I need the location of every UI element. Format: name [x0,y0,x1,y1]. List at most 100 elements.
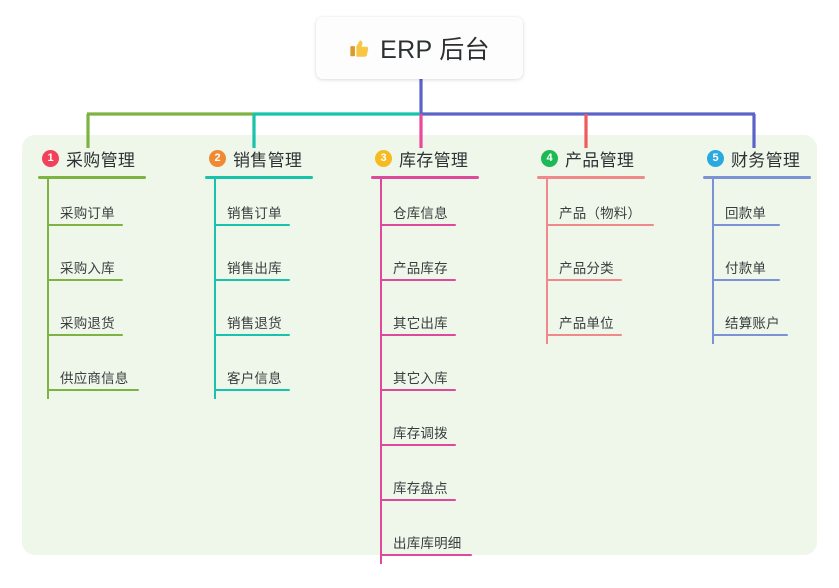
column-badge-inventory: 3 [375,149,392,167]
item-inventory-3[interactable]: 其它入库 [371,344,479,399]
item-sales-0[interactable]: 销售订单 [205,179,313,234]
column-badge-sales: 2 [209,149,226,167]
item-rule [380,334,456,336]
item-label: 结算账户 [725,316,780,331]
item-rule [47,279,123,281]
column-spine-purchase [47,179,49,399]
column-badge-finance: 5 [707,149,724,167]
item-inventory-0[interactable]: 仓库信息 [371,179,479,234]
item-label: 产品（物料） [559,206,642,221]
item-label: 仓库信息 [393,206,448,221]
item-rule [712,334,788,336]
item-rule [380,224,456,226]
column-items-sales: 销售订单销售出库销售退货客户信息 [205,179,313,399]
column-title-inventory: 库存管理 [399,150,469,170]
column-header-sales[interactable]: 2 销售管理 [205,146,313,170]
column-header-purchase[interactable]: 1 采购管理 [38,146,146,170]
column-spine-sales [214,179,216,399]
column-spine-finance [712,179,714,344]
column-product[interactable]: 4 产品管理产品（物料） 产品分类产品单位 [537,146,654,344]
item-label: 采购订单 [60,206,115,221]
item-purchase-3[interactable]: 供应商信息 [38,344,146,399]
item-rule [546,279,622,281]
column-spine-product [546,179,548,344]
item-inventory-4[interactable]: 库存调拨 [371,399,479,454]
column-spine-inventory [380,179,382,564]
item-sales-3[interactable]: 客户信息 [205,344,313,399]
item-rule [214,224,290,226]
column-header-finance[interactable]: 5 财务管理 [703,146,811,170]
column-title-purchase: 采购管理 [66,150,136,170]
item-rule [546,224,654,226]
item-label: 库存调拨 [393,426,448,441]
column-rule-product [537,176,645,179]
item-inventory-5[interactable]: 库存盘点 [371,454,479,509]
item-label: 采购入库 [60,261,115,276]
item-product-0[interactable]: 产品（物料） [537,179,654,234]
root-node-inner: ERP 后台 [349,30,490,66]
item-rule [214,334,290,336]
item-inventory-1[interactable]: 产品库存 [371,234,479,289]
column-title-sales: 销售管理 [233,150,303,170]
item-label: 付款单 [725,261,767,276]
column-badge-purchase: 1 [42,149,59,167]
column-header-product[interactable]: 4 产品管理 [537,146,645,170]
item-rule [214,279,290,281]
item-label: 销售订单 [227,206,282,221]
item-label: 产品单位 [559,316,614,331]
column-items-inventory: 仓库信息产品库存其它出库其它入库库存调拨库存盘点出库库明细 [371,179,479,564]
item-label: 库存盘点 [393,481,448,496]
item-finance-1[interactable]: 付款单 [703,234,811,289]
column-rule-purchase [38,176,146,179]
item-sales-1[interactable]: 销售出库 [205,234,313,289]
item-label: 产品库存 [393,261,448,276]
item-inventory-6[interactable]: 出库库明细 [371,509,479,564]
root-node-card[interactable]: ERP 后台 [316,17,523,79]
item-rule [47,389,139,391]
item-label: 销售出库 [227,261,282,276]
column-items-product: 产品（物料） 产品分类产品单位 [537,179,654,344]
item-purchase-2[interactable]: 采购退货 [38,289,146,344]
item-rule [380,389,456,391]
column-finance[interactable]: 5 财务管理回款单付款单结算账户 [703,146,811,344]
item-rule [380,499,456,501]
item-purchase-0[interactable]: 采购订单 [38,179,146,234]
column-badge-product: 4 [541,149,558,167]
column-items-finance: 回款单付款单结算账户 [703,179,811,344]
column-items-purchase: 采购订单采购入库采购退货供应商信息 [38,179,146,399]
column-title-product: 产品管理 [565,150,635,170]
column-header-inventory[interactable]: 3 库存管理 [371,146,479,170]
item-product-2[interactable]: 产品单位 [537,289,645,344]
column-inventory[interactable]: 3 库存管理仓库信息产品库存其它出库其它入库库存调拨库存盘点出库库明细 [371,146,479,564]
column-rule-sales [205,176,313,179]
item-rule [546,334,622,336]
item-label: 采购退货 [60,316,115,331]
item-label: 客户信息 [227,371,282,386]
item-label: 其它出库 [393,316,448,331]
column-title-finance: 财务管理 [731,150,801,170]
item-label: 供应商信息 [60,371,129,386]
item-label: 其它入库 [393,371,448,386]
item-rule [380,554,472,556]
item-inventory-2[interactable]: 其它出库 [371,289,479,344]
item-rule [214,389,290,391]
item-label: 销售退货 [227,316,282,331]
item-label: 回款单 [725,206,767,221]
item-rule [47,334,123,336]
item-sales-2[interactable]: 销售退货 [205,289,313,344]
item-rule [712,279,780,281]
item-label: 出库库明细 [393,536,462,551]
item-purchase-1[interactable]: 采购入库 [38,234,146,289]
item-finance-2[interactable]: 结算账户 [703,289,811,344]
item-rule [380,444,456,446]
column-rule-finance [703,176,811,179]
item-finance-0[interactable]: 回款单 [703,179,811,234]
item-label: 产品分类 [559,261,614,276]
item-product-1[interactable]: 产品分类 [537,234,645,289]
root-node-label: ERP 后台 [380,36,490,64]
column-purchase[interactable]: 1 采购管理采购订单采购入库采购退货供应商信息 [38,146,146,399]
item-rule [47,224,123,226]
column-rule-inventory [371,176,479,179]
column-sales[interactable]: 2 销售管理销售订单销售出库销售退货客户信息 [205,146,313,399]
